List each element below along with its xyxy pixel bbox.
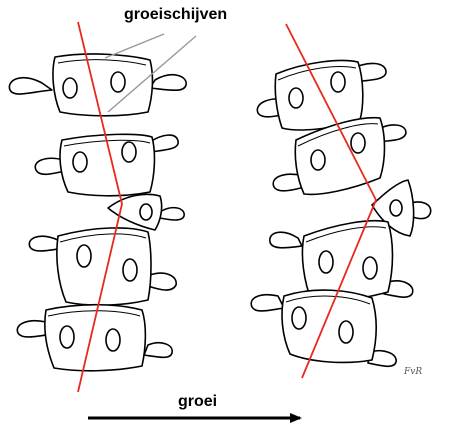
discs-label: groeischijven [124, 6, 227, 24]
artist-signature: FvR [404, 367, 422, 377]
right-vertebra-4 [251, 290, 396, 366]
right-spine [251, 61, 430, 367]
growth-label: groei [178, 393, 217, 411]
left-vertebra-3 [29, 228, 176, 305]
left-vertebra-4 [17, 305, 172, 371]
